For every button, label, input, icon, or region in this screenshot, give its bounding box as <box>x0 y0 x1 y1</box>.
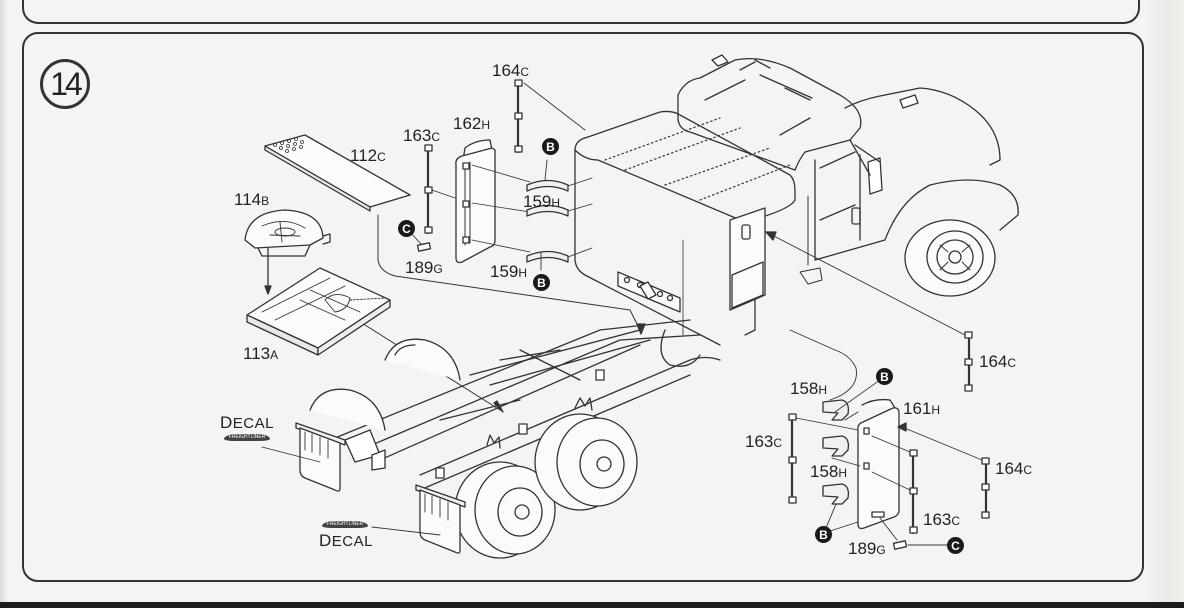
part-label-113a: 113A <box>243 344 279 363</box>
decal-leader-top <box>261 446 321 463</box>
glue-b-badge: B <box>876 368 893 385</box>
part-label-163c: 163C <box>745 432 783 451</box>
decal-label-top: DECAL <box>220 413 274 432</box>
page-right-edge <box>1144 0 1184 608</box>
part-label-158h: 158H <box>790 379 828 398</box>
previous-step-panel <box>22 0 1140 24</box>
part-113a-mount <box>246 267 391 356</box>
part-label-164c: 164C <box>979 352 1017 371</box>
part-164c-top <box>514 79 586 154</box>
part-162h-panel <box>455 139 531 264</box>
part-114b-fifth-wheel <box>244 209 331 257</box>
part-label-164c: 164C <box>995 459 1033 478</box>
part-label-112c: 112C <box>350 146 386 165</box>
cement-c-badge: C <box>398 220 415 237</box>
chassis-frame <box>329 319 721 491</box>
part-112c-plate <box>264 134 411 212</box>
decal-label-bottom: DECAL <box>319 531 373 550</box>
mud-flaps <box>295 422 466 554</box>
page-left-edge <box>0 0 8 608</box>
part-label-159h-lower: 159H <box>490 262 528 281</box>
step-panel <box>22 32 1144 582</box>
decal-leader-bottom <box>371 526 441 536</box>
part-164c-low <box>897 422 990 519</box>
part-label-163c: 163C <box>403 126 441 145</box>
part-163c-right-brackets <box>788 413 918 535</box>
decal-logo-bottom: FREIGHTLINER <box>322 521 368 528</box>
part-label-162h: 162H <box>453 114 491 133</box>
part-161h-panel <box>857 398 900 530</box>
rear-light-bar <box>617 271 681 313</box>
front-wheel <box>904 219 996 297</box>
part-189g-right <box>892 540 908 550</box>
decal-logo-top: FREIGHTLINER <box>224 434 270 441</box>
part-159h-steps <box>526 159 593 271</box>
part-163c-left <box>424 144 456 235</box>
part-label-163c: 163C <box>923 510 961 529</box>
part-164c-mid <box>765 231 973 392</box>
glue-b-badge: B <box>815 526 832 543</box>
cement-c-badge: C <box>947 537 964 554</box>
rear-tires <box>309 338 638 559</box>
part-label-159h-upper: 159H <box>523 192 561 211</box>
part-label-114b: 114B <box>234 190 270 209</box>
step-number: 14 <box>40 59 90 109</box>
sleeper-box <box>574 110 796 346</box>
glue-b-badge: B <box>533 274 550 291</box>
part-189g-left <box>416 242 432 252</box>
part-158h-steps <box>789 329 881 529</box>
part-label-161h: 161H <box>903 399 941 418</box>
page-bottom-strip <box>0 602 1184 608</box>
part-label-189g: 189G <box>405 258 443 277</box>
part-label-164c: 164C <box>492 61 530 80</box>
part-label-158h: 158H <box>810 462 848 481</box>
part-label-189g: 189G <box>848 539 886 558</box>
glue-b-badge: B <box>542 138 559 155</box>
truck-cab <box>677 54 1019 261</box>
